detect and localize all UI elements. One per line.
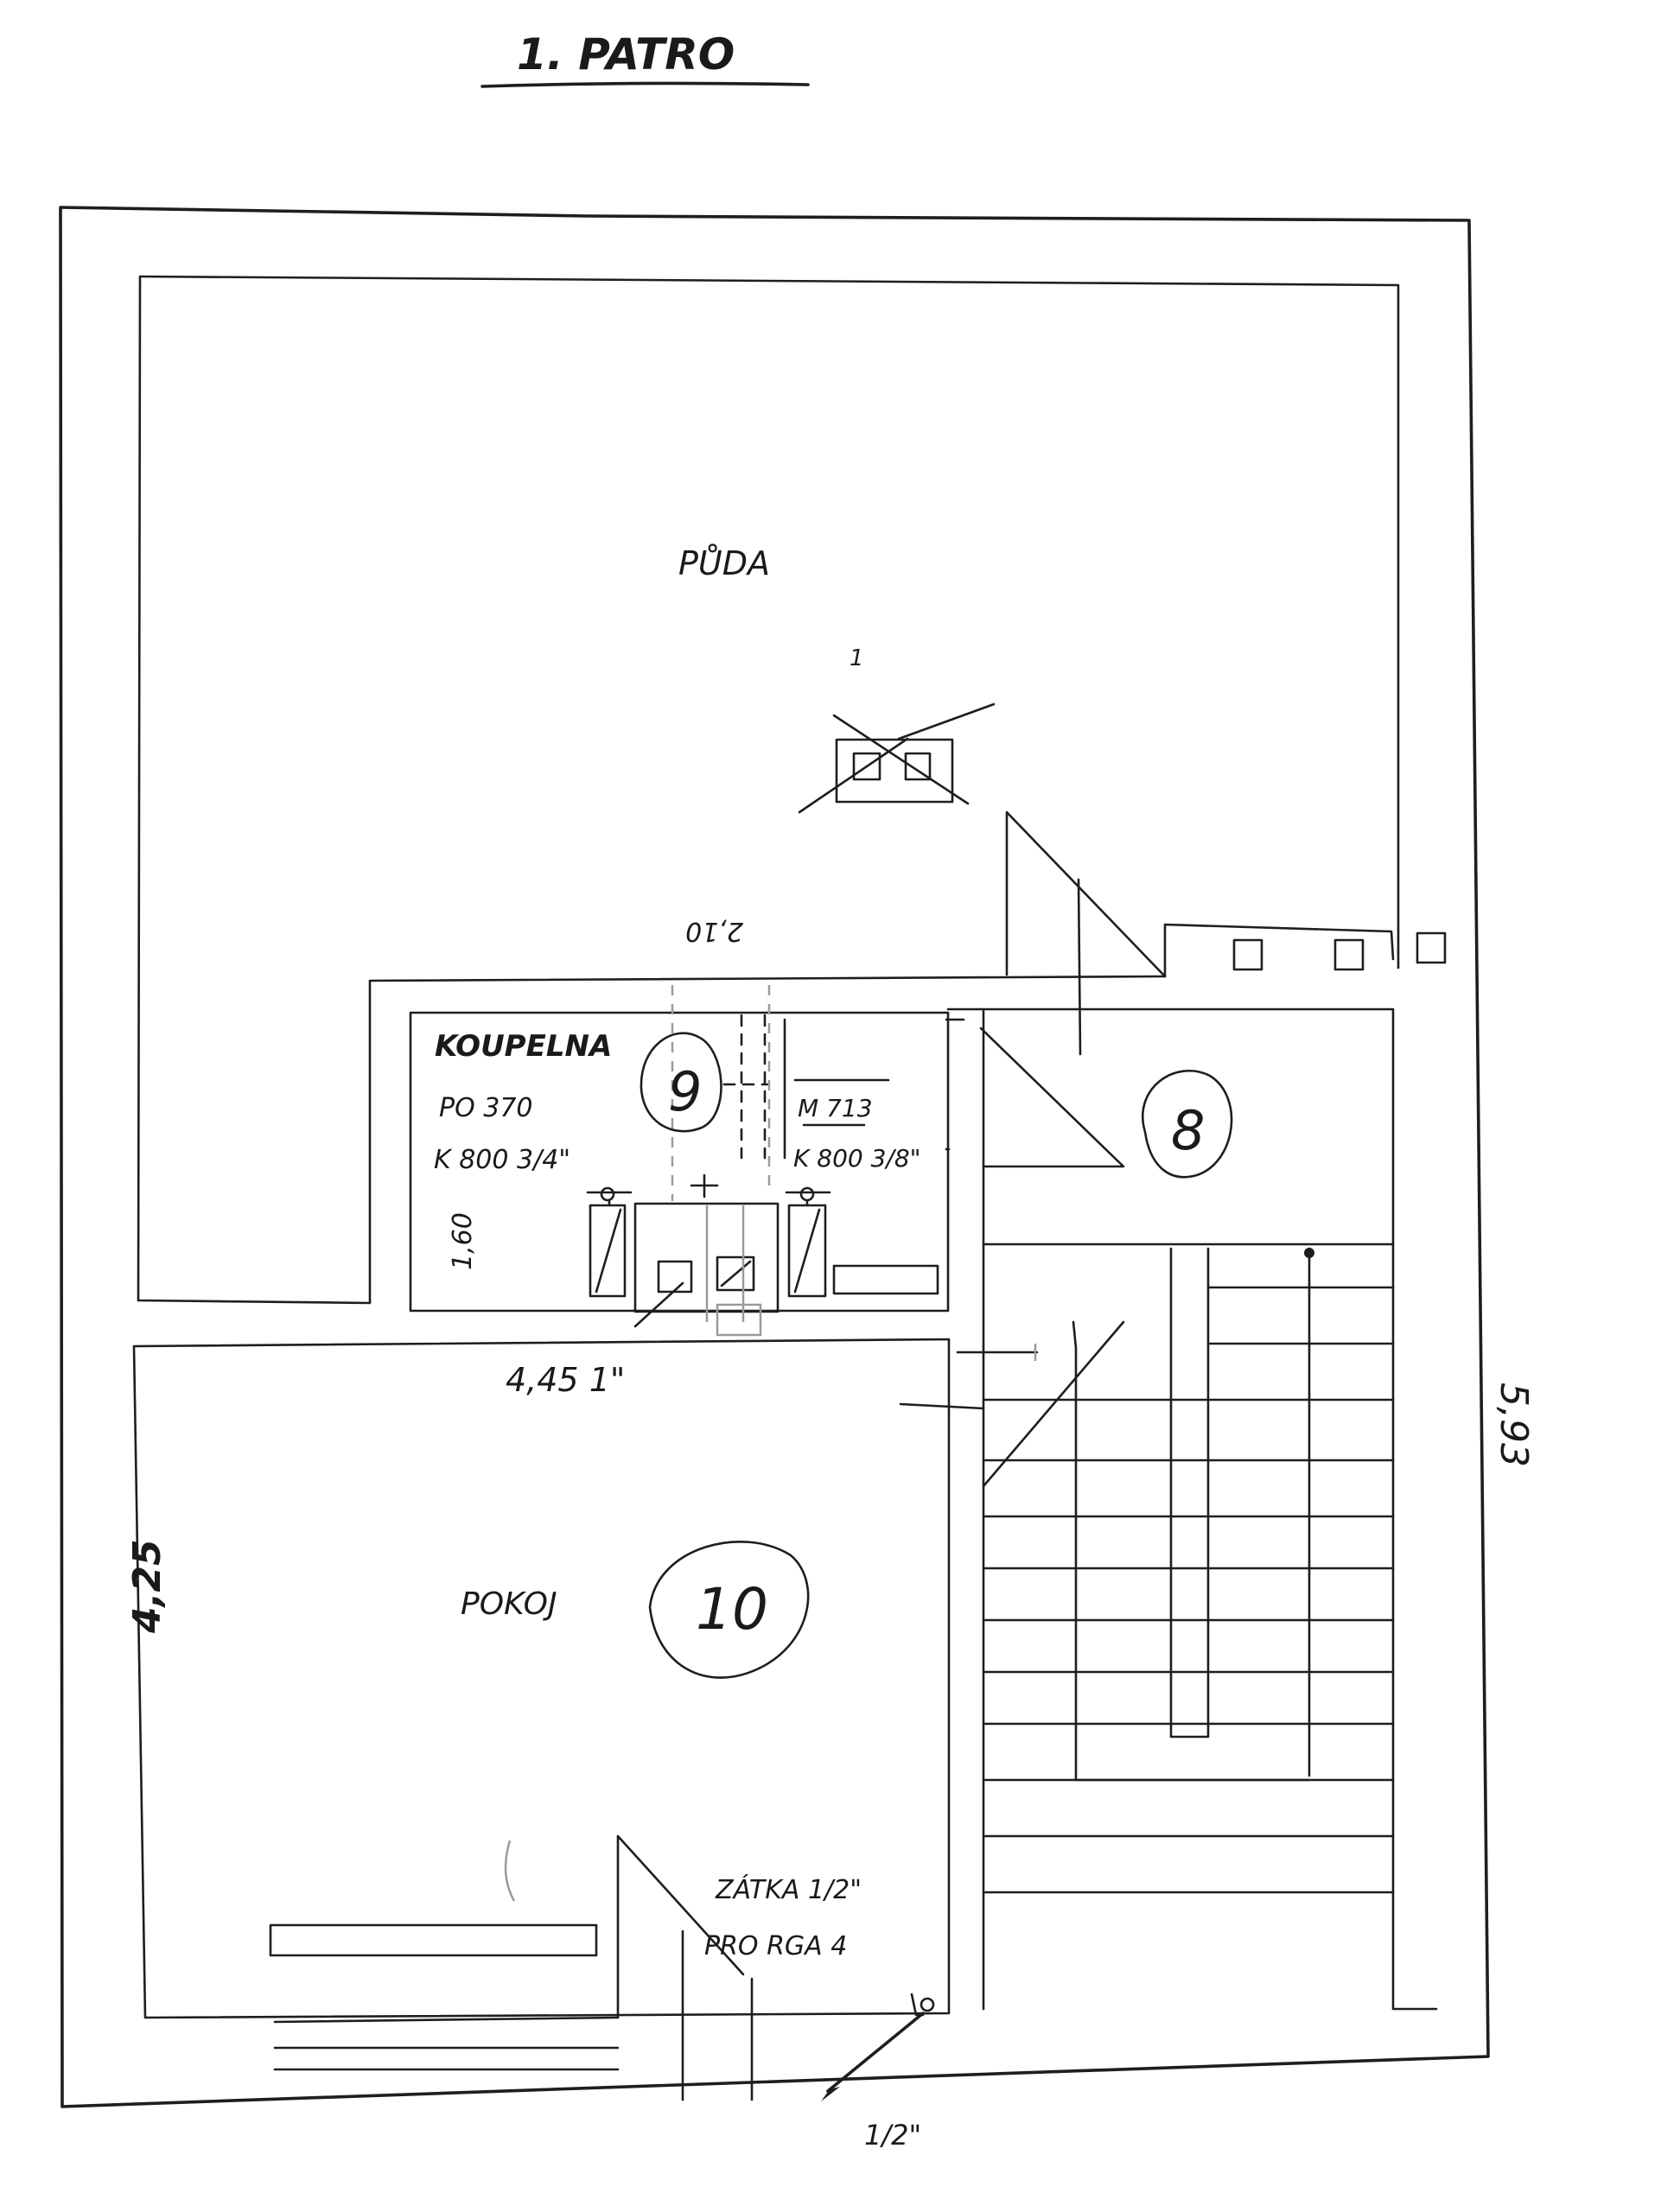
- pipe-lines: [671, 985, 965, 1201]
- dimension-right: 5,93: [1492, 1382, 1536, 1467]
- svg-text:9: 9: [668, 1060, 702, 1123]
- room-number-9: 9: [640, 1032, 722, 1133]
- attic-label: PŮDA: [678, 544, 770, 582]
- pencil-marks: [504, 1344, 1037, 1902]
- staircase: [899, 1247, 1395, 1894]
- pipe-note-2: PRO RGA 4: [704, 1931, 847, 1961]
- riser-arrow: [633, 1281, 684, 1328]
- bathroom-note-left-1: PO 370: [439, 1093, 533, 1123]
- room-number-8: 8: [1142, 1070, 1233, 1179]
- outer-wall: [59, 206, 1490, 2108]
- dimension-bathroom-height: 1,60: [448, 1212, 478, 1270]
- dimension-left: 4,25: [125, 1539, 169, 1634]
- bathroom-label: KOUPELNA: [435, 1029, 612, 1064]
- plan-title: 1. PATRO: [517, 29, 735, 79]
- room-label: POKOJ: [461, 1586, 557, 1622]
- room-outline: [132, 1338, 951, 2019]
- chimney-mark: 1: [850, 645, 864, 671]
- bathroom-fixtures: [586, 1173, 939, 1337]
- attic-vents: [1232, 931, 1447, 971]
- title-underline: [480, 81, 810, 88]
- attic-outline: [137, 275, 1400, 1305]
- riser-label: 4,45 1": [506, 1361, 625, 1399]
- pipe-note-1: ZÁTKA 1/2": [715, 1874, 862, 1905]
- bathroom-note-right-2: K 800 3/8": [793, 1144, 921, 1173]
- pipe-label: 1/2": [864, 2119, 921, 2152]
- svg-text:10: 10: [696, 1576, 768, 1643]
- bathroom-note-right-1: M 713: [798, 1094, 873, 1122]
- svg-text:8: 8: [1171, 1099, 1205, 1162]
- dimension-bathroom-width: 2,10: [685, 916, 743, 946]
- bathroom-note-left-2: K 800 3/4": [434, 1145, 570, 1175]
- pipe-arrow: [826, 2012, 925, 2093]
- stair-landing: [979, 810, 1395, 1246]
- room-fixtures: [269, 1834, 935, 2101]
- chimney: [798, 702, 996, 814]
- room-number-10: 10: [648, 1541, 810, 1679]
